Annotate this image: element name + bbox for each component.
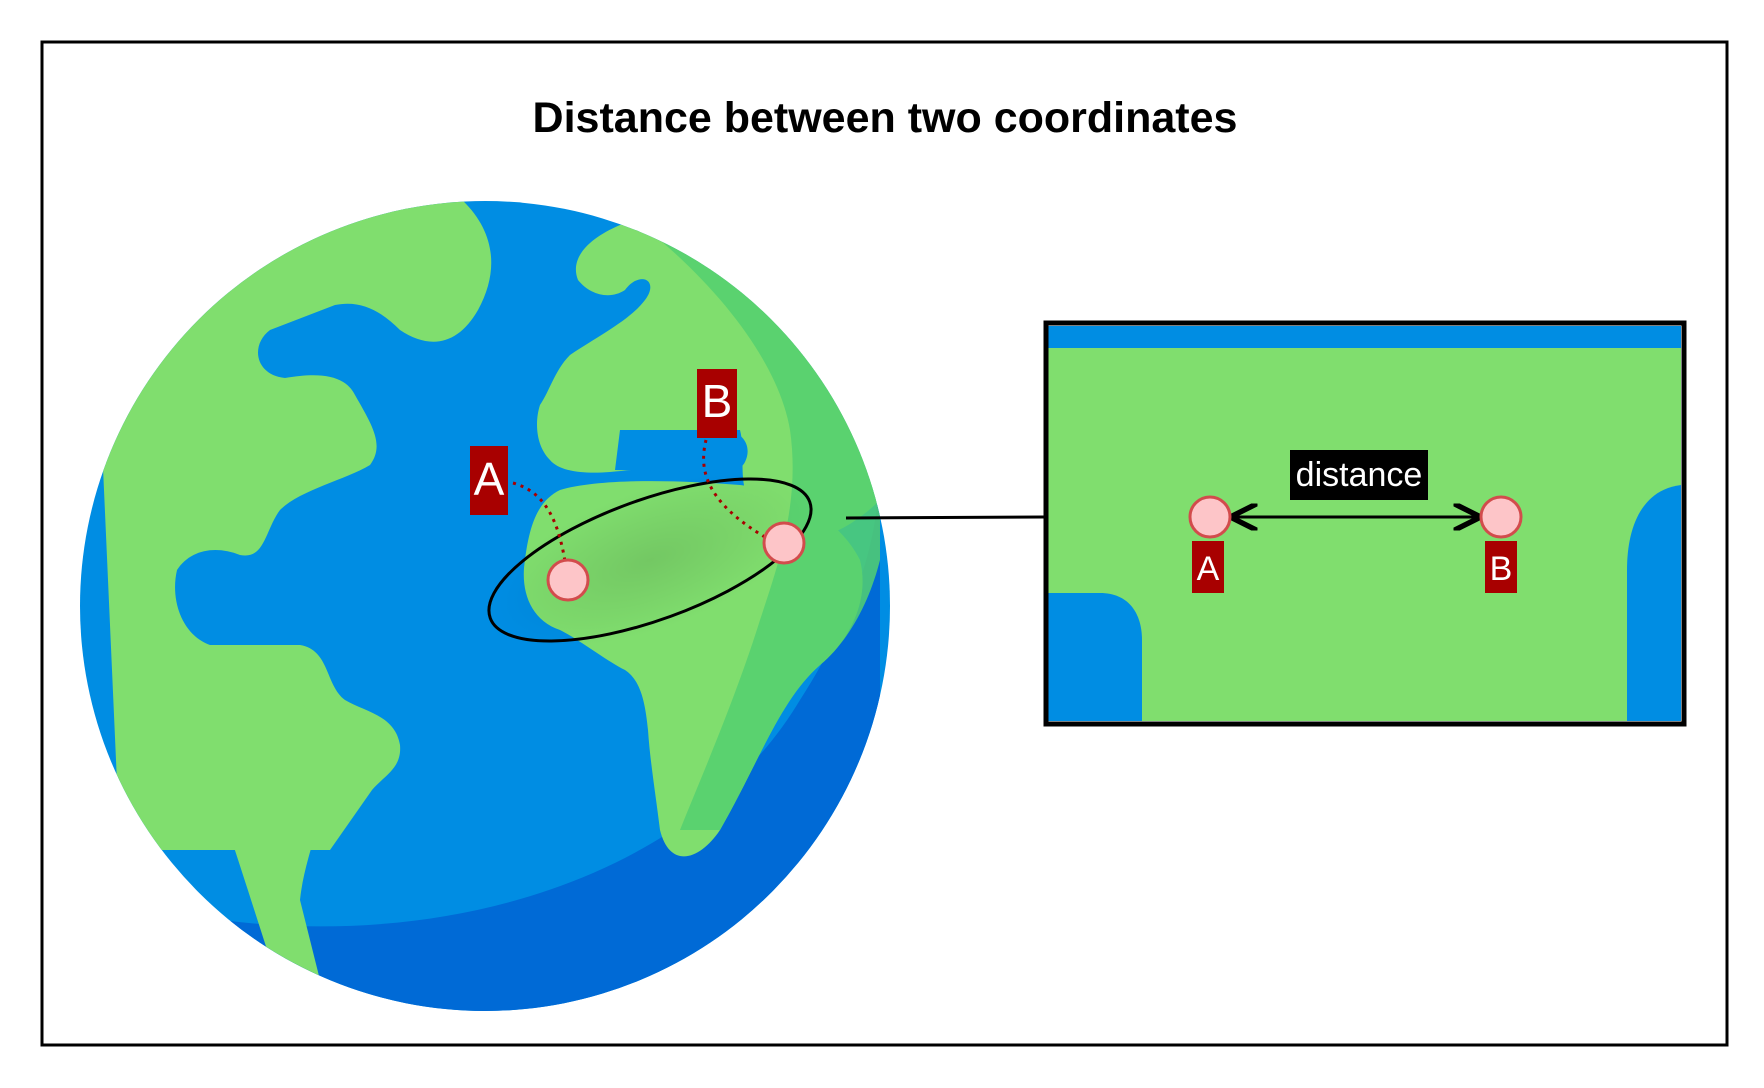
zoom-connector-line [845, 515, 1045, 520]
distance-label: distance [1290, 450, 1428, 500]
leader-line-b [702, 439, 771, 542]
globe-label-a-text: A [474, 453, 505, 505]
globe-label-a: A [470, 446, 508, 515]
zoom-lens [487, 472, 813, 648]
zoom-panel-water-left [1048, 593, 1142, 721]
distance-label-text: distance [1296, 456, 1423, 494]
panel-label-a-text: A [1197, 550, 1220, 588]
zoom-panel-land [1048, 326, 1681, 721]
location-point-icon [1479, 495, 1523, 539]
zoom-panel: distance A B [1043, 320, 1687, 727]
zoom-lens-outline [487, 477, 813, 643]
leader-line-a [512, 481, 569, 576]
zoom-lens-shadow [488, 472, 812, 648]
globe-mediterranean [615, 430, 748, 474]
location-point-icon [1188, 495, 1232, 539]
panel-label-b-text: B [1490, 550, 1513, 588]
location-point-icon [762, 521, 806, 565]
location-point-icon [546, 558, 590, 602]
globe-label-b-text: B [702, 375, 733, 427]
zoom-panel-water-right [1627, 485, 1681, 721]
zoom-panel-top-water [1048, 326, 1681, 348]
globe-label-b: B [697, 369, 737, 438]
diagram-title: Distance between two coordinates [533, 94, 1238, 142]
panel-label-b: B [1485, 541, 1517, 593]
zoom-panel-border [1043, 320, 1687, 727]
globe-ocean-shadow [120, 450, 880, 1011]
globe-land-south-america [180, 657, 335, 1011]
panel-label-a: A [1192, 541, 1224, 593]
globe-land-shadow [660, 239, 880, 831]
